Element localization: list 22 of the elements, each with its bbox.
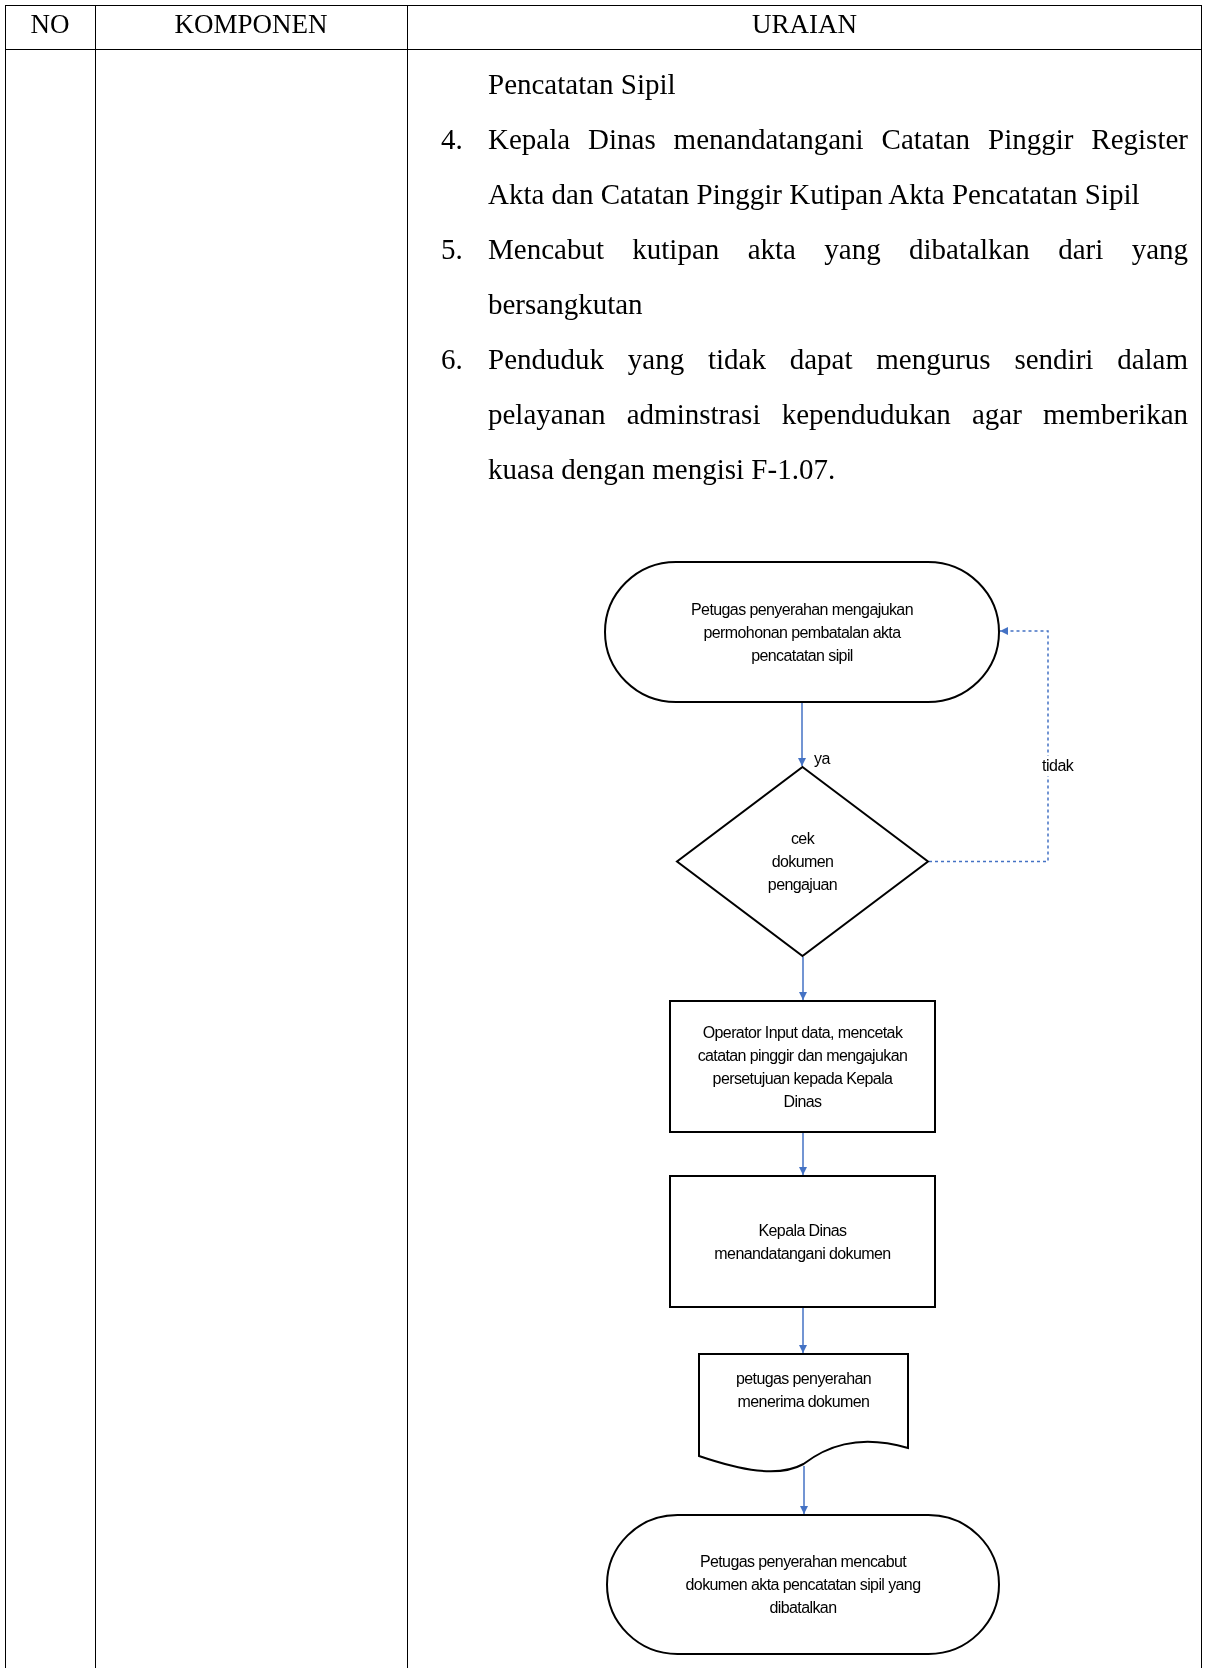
- arrow: [928, 627, 1049, 863]
- list-item-text: Penduduk yang tidak dapat mengurus sendiri dalam pelayanan adminstrasi kependudukan agar memberikan kuasa dengan mengisi F-1.07.: [488, 342, 1188, 487]
- terminal-shape: Petugas penyerahan mengajukan permohonan pembatalan akta pencatatan sipil: [604, 561, 1000, 703]
- column-header: URAIAN: [751, 8, 858, 41]
- arrow: [799, 1132, 807, 1176]
- list-number: 6.: [441, 342, 463, 377]
- arrow: [799, 1307, 807, 1354]
- arrow: [799, 956, 807, 1001]
- list-item-text: Kepala Dinas menandatangani Catatan Pinggir Register Akta dan Catatan Pinggir Kutipan Akta Pencatatan Sipil: [488, 122, 1188, 212]
- arrow: [798, 702, 806, 767]
- list-number: 4.: [441, 122, 463, 157]
- process-box: Kepala Dinas menandatangani dokumen: [669, 1175, 936, 1308]
- column-header: NO: [29, 8, 71, 41]
- list-item-text: Mencabut kutipan akta yang dibatalkan dari yang bersangkutan: [488, 232, 1188, 322]
- column-header: KOMPONEN: [173, 8, 329, 41]
- paragraph-text: Pencatatan Sipil: [488, 67, 677, 102]
- process-box: Operator Input data, mencetak catatan pinggir dan mengajukan persetujuan kepada Kepala Dinas: [669, 1000, 936, 1133]
- decision-diamond: cek dokumen pengajuan: [676, 766, 929, 957]
- arrow: [800, 1465, 808, 1515]
- edge-label: tidak: [1040, 756, 1076, 776]
- list-number: 5.: [441, 232, 463, 267]
- terminal-shape: Petugas penyerahan mencabut dokumen akta pencatatan sipil yang dibatalkan: [606, 1514, 1000, 1655]
